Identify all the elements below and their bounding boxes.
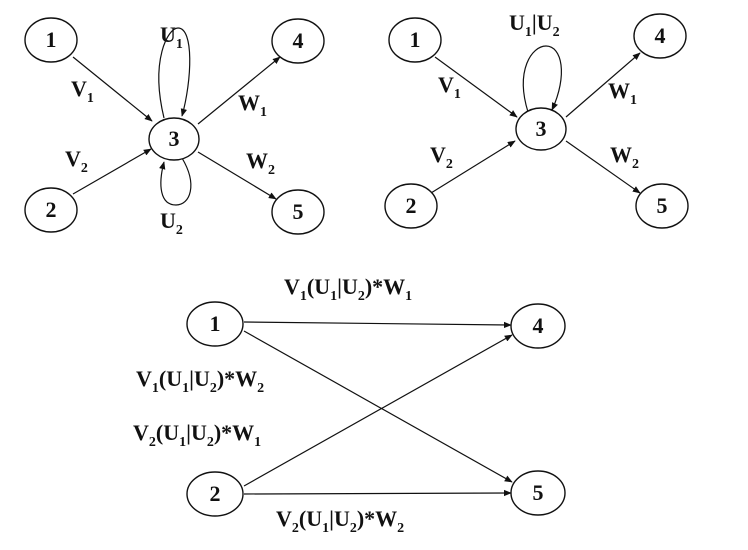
- left-node-1-label: 1: [46, 27, 57, 52]
- bottom-label-e14: V1(U1|U2)*W1: [284, 274, 412, 304]
- right-diagram: 1 2 3 4 5 U1|U2 V1 V2 W1 W2: [384, 10, 689, 229]
- right-node-1: 1: [388, 17, 442, 63]
- bottom-node-5-label: 5: [533, 480, 544, 505]
- left-label-w2: W2: [246, 148, 275, 178]
- left-node-4: 4: [271, 18, 325, 64]
- right-node-3-label: 3: [536, 116, 547, 141]
- left-node-2: 2: [24, 187, 78, 233]
- bottom-node-1-label: 1: [210, 311, 221, 336]
- right-node-4: 4: [633, 13, 687, 59]
- right-node-5-label: 5: [657, 193, 668, 218]
- right-node-1-label: 1: [410, 27, 421, 52]
- bottom-node-4-label: 4: [533, 313, 544, 338]
- left-label-v2: V2: [65, 146, 88, 176]
- right-label-loop: U1|U2: [509, 10, 560, 40]
- right-node-2-label: 2: [406, 193, 417, 218]
- bottom-node-2: 2: [186, 471, 244, 517]
- left-node-2-label: 2: [46, 197, 57, 222]
- right-label-w1: W1: [608, 78, 637, 108]
- right-node-3: 3: [515, 107, 567, 151]
- left-label-u2: U2: [160, 208, 183, 238]
- right-node-2: 2: [384, 183, 438, 229]
- left-label-u1: U1: [160, 22, 183, 52]
- right-node-5: 5: [635, 183, 689, 229]
- bottom-edge-2-4: [243, 334, 513, 487]
- right-edge-2-3: [430, 140, 516, 194]
- bottom-node-4: 4: [510, 303, 566, 349]
- bottom-node-1: 1: [186, 301, 244, 347]
- left-loop-u2: [159, 157, 192, 206]
- left-edge-1-3: [72, 56, 153, 122]
- right-node-4-label: 4: [655, 23, 666, 48]
- bottom-edge-1-5: [243, 330, 513, 483]
- left-label-w1: W1: [238, 90, 267, 120]
- bottom-node-2-label: 2: [210, 481, 221, 506]
- right-edge-1-3: [434, 56, 518, 118]
- left-edge-3-4: [197, 56, 281, 125]
- left-diagram: 1 2 3 4 5 U1 U2 V1 V2 W1 W2: [24, 17, 325, 238]
- left-node-3-label: 3: [169, 126, 180, 151]
- left-node-5-label: 5: [293, 199, 304, 224]
- bottom-label-e15: V1(U1|U2)*W2: [136, 366, 264, 396]
- bottom-edge-1-4: [243, 321, 512, 329]
- right-label-v2: V2: [430, 142, 453, 172]
- right-loop: [522, 45, 563, 113]
- bottom-label-e24: V2(U1|U2)*W1: [133, 420, 261, 450]
- right-label-v1: V1: [438, 72, 461, 102]
- right-edge-3-4: [565, 52, 641, 118]
- left-label-v1: V1: [71, 76, 94, 106]
- left-node-4-label: 4: [293, 28, 304, 53]
- bottom-label-e25: V2(U1|U2)*W2: [276, 506, 404, 536]
- bottom-diagram: 1 2 4 5 V1(U1|U2)*W1 V1(U1|U2)*W2 V2(U1|…: [133, 274, 566, 536]
- left-node-1: 1: [24, 17, 78, 63]
- left-loop-u1: [158, 27, 191, 119]
- left-node-5: 5: [271, 189, 325, 235]
- bottom-edge-2-5: [243, 489, 512, 497]
- left-edge-2-3: [72, 148, 152, 195]
- right-label-w2: W2: [610, 142, 639, 172]
- bottom-node-5: 5: [510, 470, 566, 516]
- right-edge-3-5: [565, 140, 641, 194]
- left-node-3: 3: [148, 117, 200, 161]
- left-edge-3-5: [197, 151, 277, 200]
